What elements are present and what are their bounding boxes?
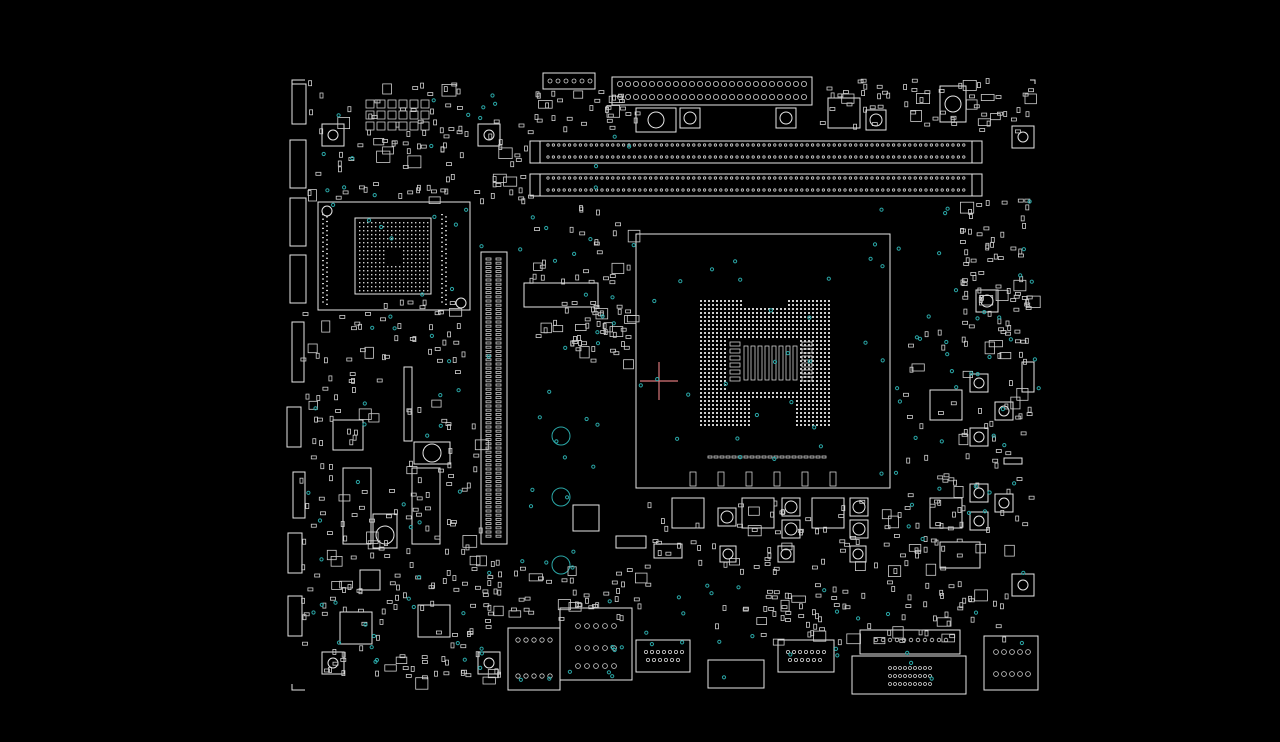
left-edge-headers [286, 83, 307, 637]
vias [306, 93, 1041, 682]
mid-left-ics [332, 282, 600, 645]
passive-components [299, 78, 1041, 690]
top-edge-connectors [542, 72, 967, 133]
vertical-header [403, 251, 508, 545]
top-left-passives [365, 99, 430, 131]
square-components [321, 123, 1035, 675]
vrm-chokes [615, 389, 981, 569]
dimm-slots [529, 140, 983, 197]
board-outline [291, 79, 1036, 691]
rear-io-connectors [507, 607, 1039, 695]
chipset-bga [317, 201, 471, 311]
cpu-socket [635, 233, 891, 489]
crosshair-icon [640, 362, 678, 400]
mounting-holes [551, 426, 571, 575]
